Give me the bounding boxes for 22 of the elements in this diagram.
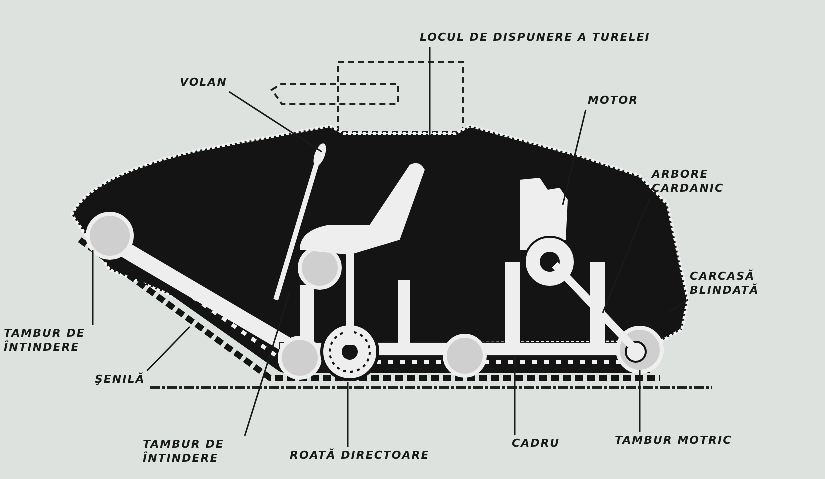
part-label: VOLAN <box>180 76 228 90</box>
leader-line <box>229 91 322 153</box>
part-label: ŞENILĂ <box>95 373 146 387</box>
leader-line <box>639 370 641 432</box>
leader-line <box>347 382 349 447</box>
leader-line <box>602 198 651 314</box>
leader-line <box>562 110 587 206</box>
part-label: TAMBUR MOTRIC <box>615 434 732 448</box>
leader-line <box>244 292 291 436</box>
part-label: CARCASĂ BLINDATĂ <box>690 270 780 298</box>
leader-line <box>429 47 431 135</box>
part-label: ARBORE CARDANIC <box>652 168 742 196</box>
part-label: ROATĂ DIRECTOARE <box>290 449 430 463</box>
part-label: TAMBUR DE ÎNTINDERE <box>143 438 243 466</box>
part-label: CADRU <box>512 437 560 451</box>
leader-line <box>670 299 688 313</box>
leader-line <box>92 250 94 325</box>
leader-line <box>146 326 191 372</box>
part-label: MOTOR <box>588 94 639 108</box>
leader-line <box>514 356 516 435</box>
part-label: LOCUL DE DISPUNERE A TURELEI <box>420 31 650 45</box>
part-label: TAMBUR DE ÎNTINDERE <box>4 327 114 355</box>
